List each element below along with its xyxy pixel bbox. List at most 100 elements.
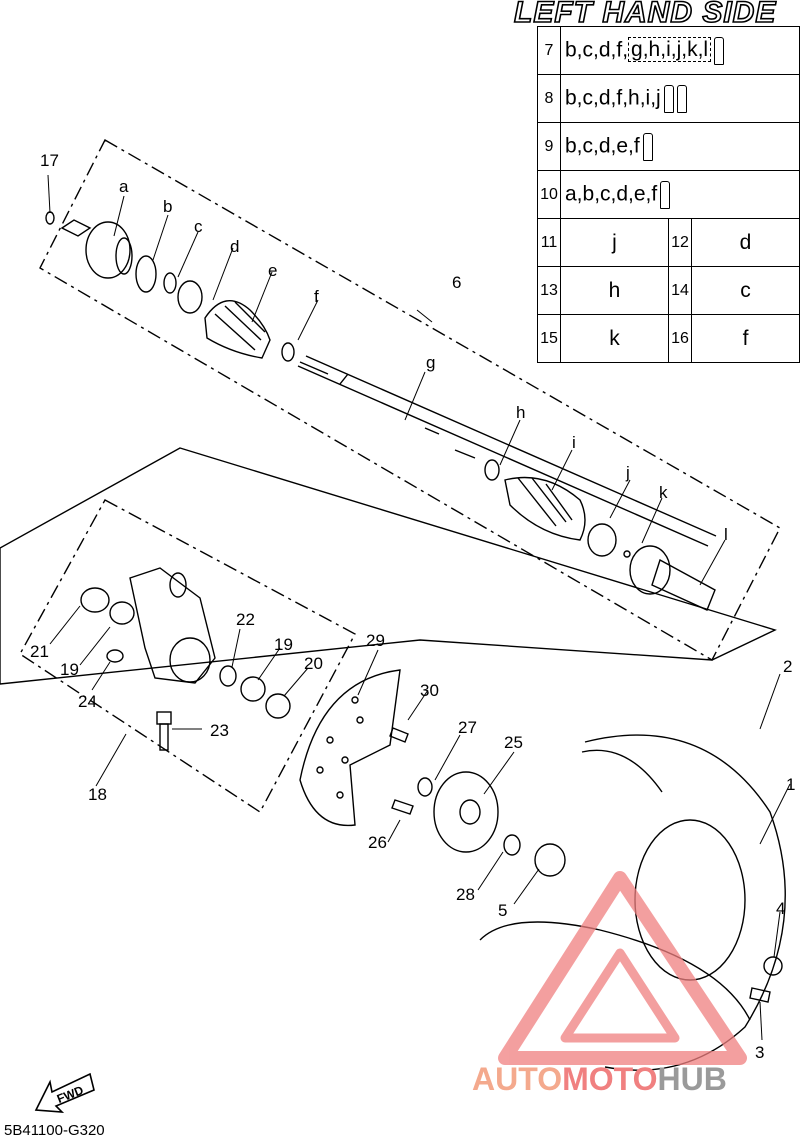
o-ring-27 xyxy=(417,777,433,797)
kit-value: j xyxy=(560,218,669,267)
label-e: e xyxy=(268,261,277,280)
label-g: g xyxy=(426,353,435,372)
brake-disc-29 xyxy=(299,669,401,827)
kit-num: 7 xyxy=(537,26,561,75)
circlip-k xyxy=(623,550,631,558)
fwd-arrow-icon: FWD xyxy=(34,1072,95,1113)
label-20: 20 xyxy=(304,654,323,673)
label-j: j xyxy=(625,463,630,482)
label-19-left: 19 xyxy=(60,660,79,679)
nut-28 xyxy=(503,834,521,856)
kit-table: 7 b,c,d,f,g,h,i,j,k,l 8 b,c,d,f,h,i,j 9 … xyxy=(537,26,800,363)
circlip-b xyxy=(135,255,157,293)
spacer-22 xyxy=(219,665,237,687)
kit-num: 9 xyxy=(537,122,561,171)
label-h: h xyxy=(516,403,525,422)
label-c: c xyxy=(194,217,203,236)
cv-joint-inner-l xyxy=(629,545,716,611)
watermark-triangle-icon xyxy=(498,871,747,1065)
bearing-19a xyxy=(109,601,135,625)
kit-num: 15 xyxy=(537,314,561,363)
wheel-nut-4 xyxy=(763,956,783,976)
boot-i xyxy=(504,476,586,541)
kit-row-8: 8 b,c,d,f,h,i,j xyxy=(537,74,800,123)
label-1: 1 xyxy=(786,775,795,794)
watermark-text-moto: MOTO xyxy=(562,1061,657,1097)
grease-tube-icon xyxy=(676,84,687,113)
oil-seal-20 xyxy=(265,693,291,719)
circlip-c xyxy=(163,272,177,294)
kit-contents: a,b,c,d,e,f xyxy=(560,170,800,219)
kit-row-11-12: 11 j 12 d xyxy=(537,218,800,267)
knuckle-sub-outline xyxy=(19,499,356,814)
kit-row-9: 9 b,c,d,e,f xyxy=(537,122,800,171)
label-4: 4 xyxy=(776,899,785,918)
label-i: i xyxy=(572,433,576,452)
label-29: 29 xyxy=(366,631,385,650)
label-22: 22 xyxy=(236,610,255,629)
grease-tube-icon xyxy=(642,132,653,161)
label-30: 30 xyxy=(420,681,439,700)
seal-17 xyxy=(45,211,55,225)
grease-tube-icon xyxy=(660,180,671,209)
kit-row-7: 7 b,c,d,f,g,h,i,j,k,l xyxy=(537,26,800,75)
label-27: 27 xyxy=(458,718,477,737)
label-23: 23 xyxy=(210,721,229,740)
shaft-assembly-outline xyxy=(39,139,781,661)
label-d: d xyxy=(230,237,239,256)
side-title: LEFT HAND SIDE xyxy=(513,0,777,30)
label-k: k xyxy=(659,483,668,502)
label-6: 6 xyxy=(452,273,461,292)
kit-row-15-16: 15 k 16 f xyxy=(537,314,800,363)
kit-value: c xyxy=(690,266,800,315)
kit-contents: b,c,d,e,f xyxy=(560,122,800,171)
kit-row-13-14: 13 h 14 c xyxy=(537,266,800,315)
diagram-code: 5B41100-G320 xyxy=(4,1122,105,1139)
label-5: 5 xyxy=(498,901,507,920)
cv-joint-outer xyxy=(60,219,133,279)
circlip-24 xyxy=(106,649,124,663)
knuckle-assembly-outline xyxy=(0,447,777,685)
label-24: 24 xyxy=(78,692,97,711)
watermark-text-auto: AUTO xyxy=(472,1061,562,1097)
label-28: 28 xyxy=(456,885,475,904)
label-3: 3 xyxy=(755,1043,764,1062)
boot-band-d xyxy=(177,280,203,314)
ball-joint-23 xyxy=(156,711,172,751)
svg-text:AUTOMOTOHUB: AUTOMOTOHUB xyxy=(472,1061,727,1097)
bolt-26 xyxy=(391,799,414,815)
label-21: 21 xyxy=(30,642,49,661)
fwd-label: FWD xyxy=(55,1083,86,1106)
label-2: 2 xyxy=(783,657,792,676)
valve-3 xyxy=(749,987,771,1003)
watermark-text-hub: HUB xyxy=(657,1061,726,1097)
grease-tube-icon xyxy=(663,84,674,113)
boot-band-j xyxy=(587,523,617,557)
boxed-contents: g,h,i,j,k,l xyxy=(628,37,712,63)
kit-num: 12 xyxy=(667,218,692,267)
oil-seal-21 xyxy=(80,587,110,613)
label-18: 18 xyxy=(88,785,107,804)
kit-row-10: 10 a,b,c,d,e,f xyxy=(537,170,800,219)
label-26: 26 xyxy=(368,833,387,852)
boot-band-f xyxy=(281,342,295,362)
boot-e xyxy=(204,300,271,359)
kit-contents: b,c,d,f,g,h,i,j,k,l xyxy=(560,26,800,75)
label-19-right: 19 xyxy=(274,635,293,654)
kit-contents: b,c,d,f,h,i,j xyxy=(560,74,800,123)
watermark: AUTOMOTOHUB xyxy=(472,871,747,1097)
hub-25 xyxy=(433,771,499,853)
grease-tube-icon xyxy=(714,36,725,65)
kit-value: d xyxy=(690,218,800,267)
part-labels: 17 a b c d e f 6 g h i j k l 2 1 4 3 21 … xyxy=(30,151,795,1062)
label-17: 17 xyxy=(40,151,59,170)
shaft-g xyxy=(297,355,717,547)
kit-num: 10 xyxy=(537,170,561,219)
kit-num: 13 xyxy=(537,266,561,315)
kit-num: 11 xyxy=(537,218,561,267)
bolt-30 xyxy=(389,727,409,743)
spacer-5 xyxy=(534,843,566,877)
label-f: f xyxy=(314,287,319,306)
label-b: b xyxy=(163,197,172,216)
